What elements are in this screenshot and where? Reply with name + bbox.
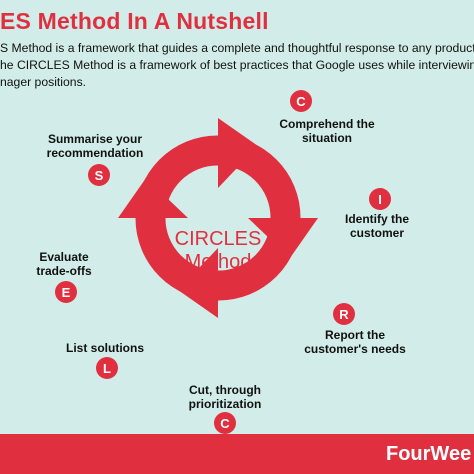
step-label-line: recommendation bbox=[46, 145, 144, 160]
intro-paragraph: S Method is a framework that guides a co… bbox=[0, 40, 474, 91]
page-title: ES Method In A Nutshell bbox=[0, 8, 269, 34]
cycle-arrowhead bbox=[178, 248, 218, 318]
step-badge-c-bottom: C bbox=[214, 412, 236, 434]
step-label-evaluate: Evaluate trade-offs bbox=[36, 250, 92, 278]
footer-bar: FourWee bbox=[0, 434, 474, 474]
intro-line: nager positions. bbox=[0, 75, 87, 89]
step-label-list: List solutions bbox=[66, 341, 144, 356]
step-badge-e: E bbox=[55, 281, 77, 303]
step-badge-c: C bbox=[290, 90, 312, 112]
cycle-arrowhead bbox=[218, 118, 258, 188]
step-label-comprehend: Comprehend the situation bbox=[279, 117, 375, 145]
step-label-line: customer's needs bbox=[304, 341, 406, 356]
step-badge-l: L bbox=[96, 357, 118, 379]
center-line: CIRCLES bbox=[174, 228, 262, 250]
step-label-line: Cut, through bbox=[189, 383, 261, 397]
step-label-cut: Cut, through prioritization bbox=[188, 383, 262, 411]
step-label-line: Identify the bbox=[344, 212, 410, 226]
step-label-summarise: Summarise your recommendation bbox=[46, 132, 144, 160]
step-badge-i: I bbox=[369, 188, 391, 210]
step-label-report: Report the customer's needs bbox=[304, 328, 406, 356]
step-label-line: Summarise your bbox=[47, 132, 143, 146]
step-label-line: customer bbox=[349, 225, 405, 240]
step-label-line: situation bbox=[302, 130, 352, 145]
intro-line: S Method is a framework that guides a co… bbox=[0, 41, 474, 55]
step-label-line: trade-offs bbox=[36, 263, 92, 278]
step-badge-s: S bbox=[88, 164, 110, 186]
step-label-line: Comprehend the bbox=[279, 117, 375, 131]
brand-logo: FourWee bbox=[386, 443, 472, 465]
step-label-line: prioritization bbox=[188, 396, 262, 411]
step-label-line: Evaluate bbox=[39, 250, 89, 264]
step-label-line: Report the bbox=[325, 328, 385, 342]
center-line: Method bbox=[184, 251, 252, 273]
cycle-arrowhead bbox=[248, 218, 318, 258]
step-badge-r: R bbox=[333, 303, 355, 325]
step-label-identify: Identify the customer bbox=[344, 212, 410, 240]
step-label-line: List solutions bbox=[66, 341, 144, 355]
diagram-center-label: CIRCLES Method bbox=[175, 228, 262, 274]
intro-line: he CIRCLES Method is a framework of best… bbox=[0, 58, 474, 72]
cycle-arrowhead bbox=[118, 178, 188, 218]
